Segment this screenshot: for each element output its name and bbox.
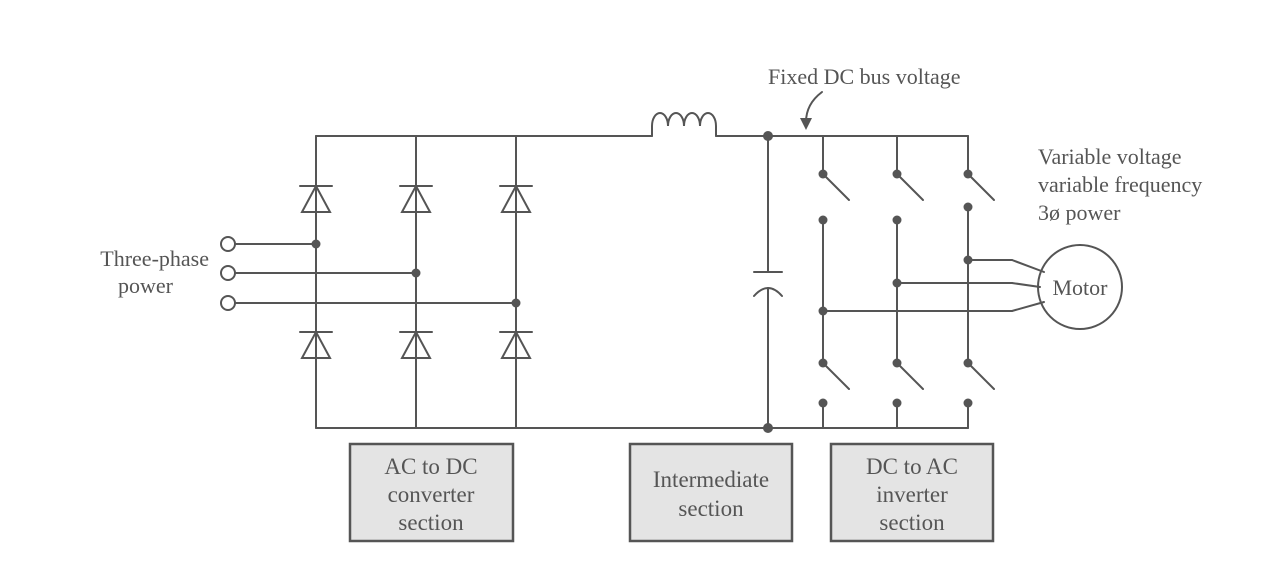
switch-upper-1: [822, 173, 850, 201]
dc-link-inductor: [651, 112, 717, 137]
motor-label: Motor: [1053, 275, 1109, 300]
converter-section-box: [348, 442, 515, 543]
output-label-line-1: Variable voltage: [1038, 144, 1182, 169]
switch-lower-2: [896, 362, 924, 390]
converter-label-line-1: AC to DC: [384, 454, 477, 479]
input-terminal-a: [220, 236, 236, 252]
diode-lower-2: [400, 329, 432, 359]
intermediate-label-line-1: Intermediate: [653, 467, 769, 492]
motor-symbol: [1037, 244, 1123, 330]
diode-upper-2: [400, 183, 432, 213]
ac-input: [220, 236, 521, 311]
dc-bus: [315, 112, 969, 429]
converter-label-line-3: section: [398, 510, 464, 535]
switch-lower-3: [967, 362, 995, 390]
input-label-line-2: power: [118, 273, 174, 298]
inverter-label-line-1: DC to AC: [866, 454, 958, 479]
bus-voltage-label: Fixed DC bus voltage: [768, 64, 961, 89]
section-boxes: [348, 442, 995, 543]
output-label-line-2: variable frequency: [1038, 172, 1202, 197]
input-terminal-c: [220, 295, 236, 311]
input-label-line-1: Three-phase: [100, 246, 209, 271]
inverter-section-box: [829, 442, 995, 543]
diode-lower-3: [500, 329, 532, 359]
output-label-line-3: 3ø power: [1038, 200, 1121, 225]
intermediate-label-line-2: section: [678, 496, 744, 521]
diode-lower-1: [300, 329, 332, 359]
rectifier-bridge: [299, 135, 533, 429]
converter-label-line-2: converter: [388, 482, 475, 507]
intermediate-section-box: [628, 442, 794, 543]
inverter-bridge: [818, 135, 995, 429]
motor-feeders: [822, 259, 1045, 312]
switch-upper-2: [896, 173, 924, 201]
input-terminal-b: [220, 265, 236, 281]
diode-upper-3: [500, 183, 532, 213]
bus-voltage-arrow: [800, 91, 823, 130]
inverter-label-line-3: section: [879, 510, 945, 535]
inverter-label-line-2: inverter: [876, 482, 948, 507]
switch-upper-3: [967, 173, 995, 201]
dc-link-capacitor: [753, 131, 783, 433]
switch-lower-1: [822, 362, 850, 390]
diode-upper-1: [300, 183, 332, 213]
